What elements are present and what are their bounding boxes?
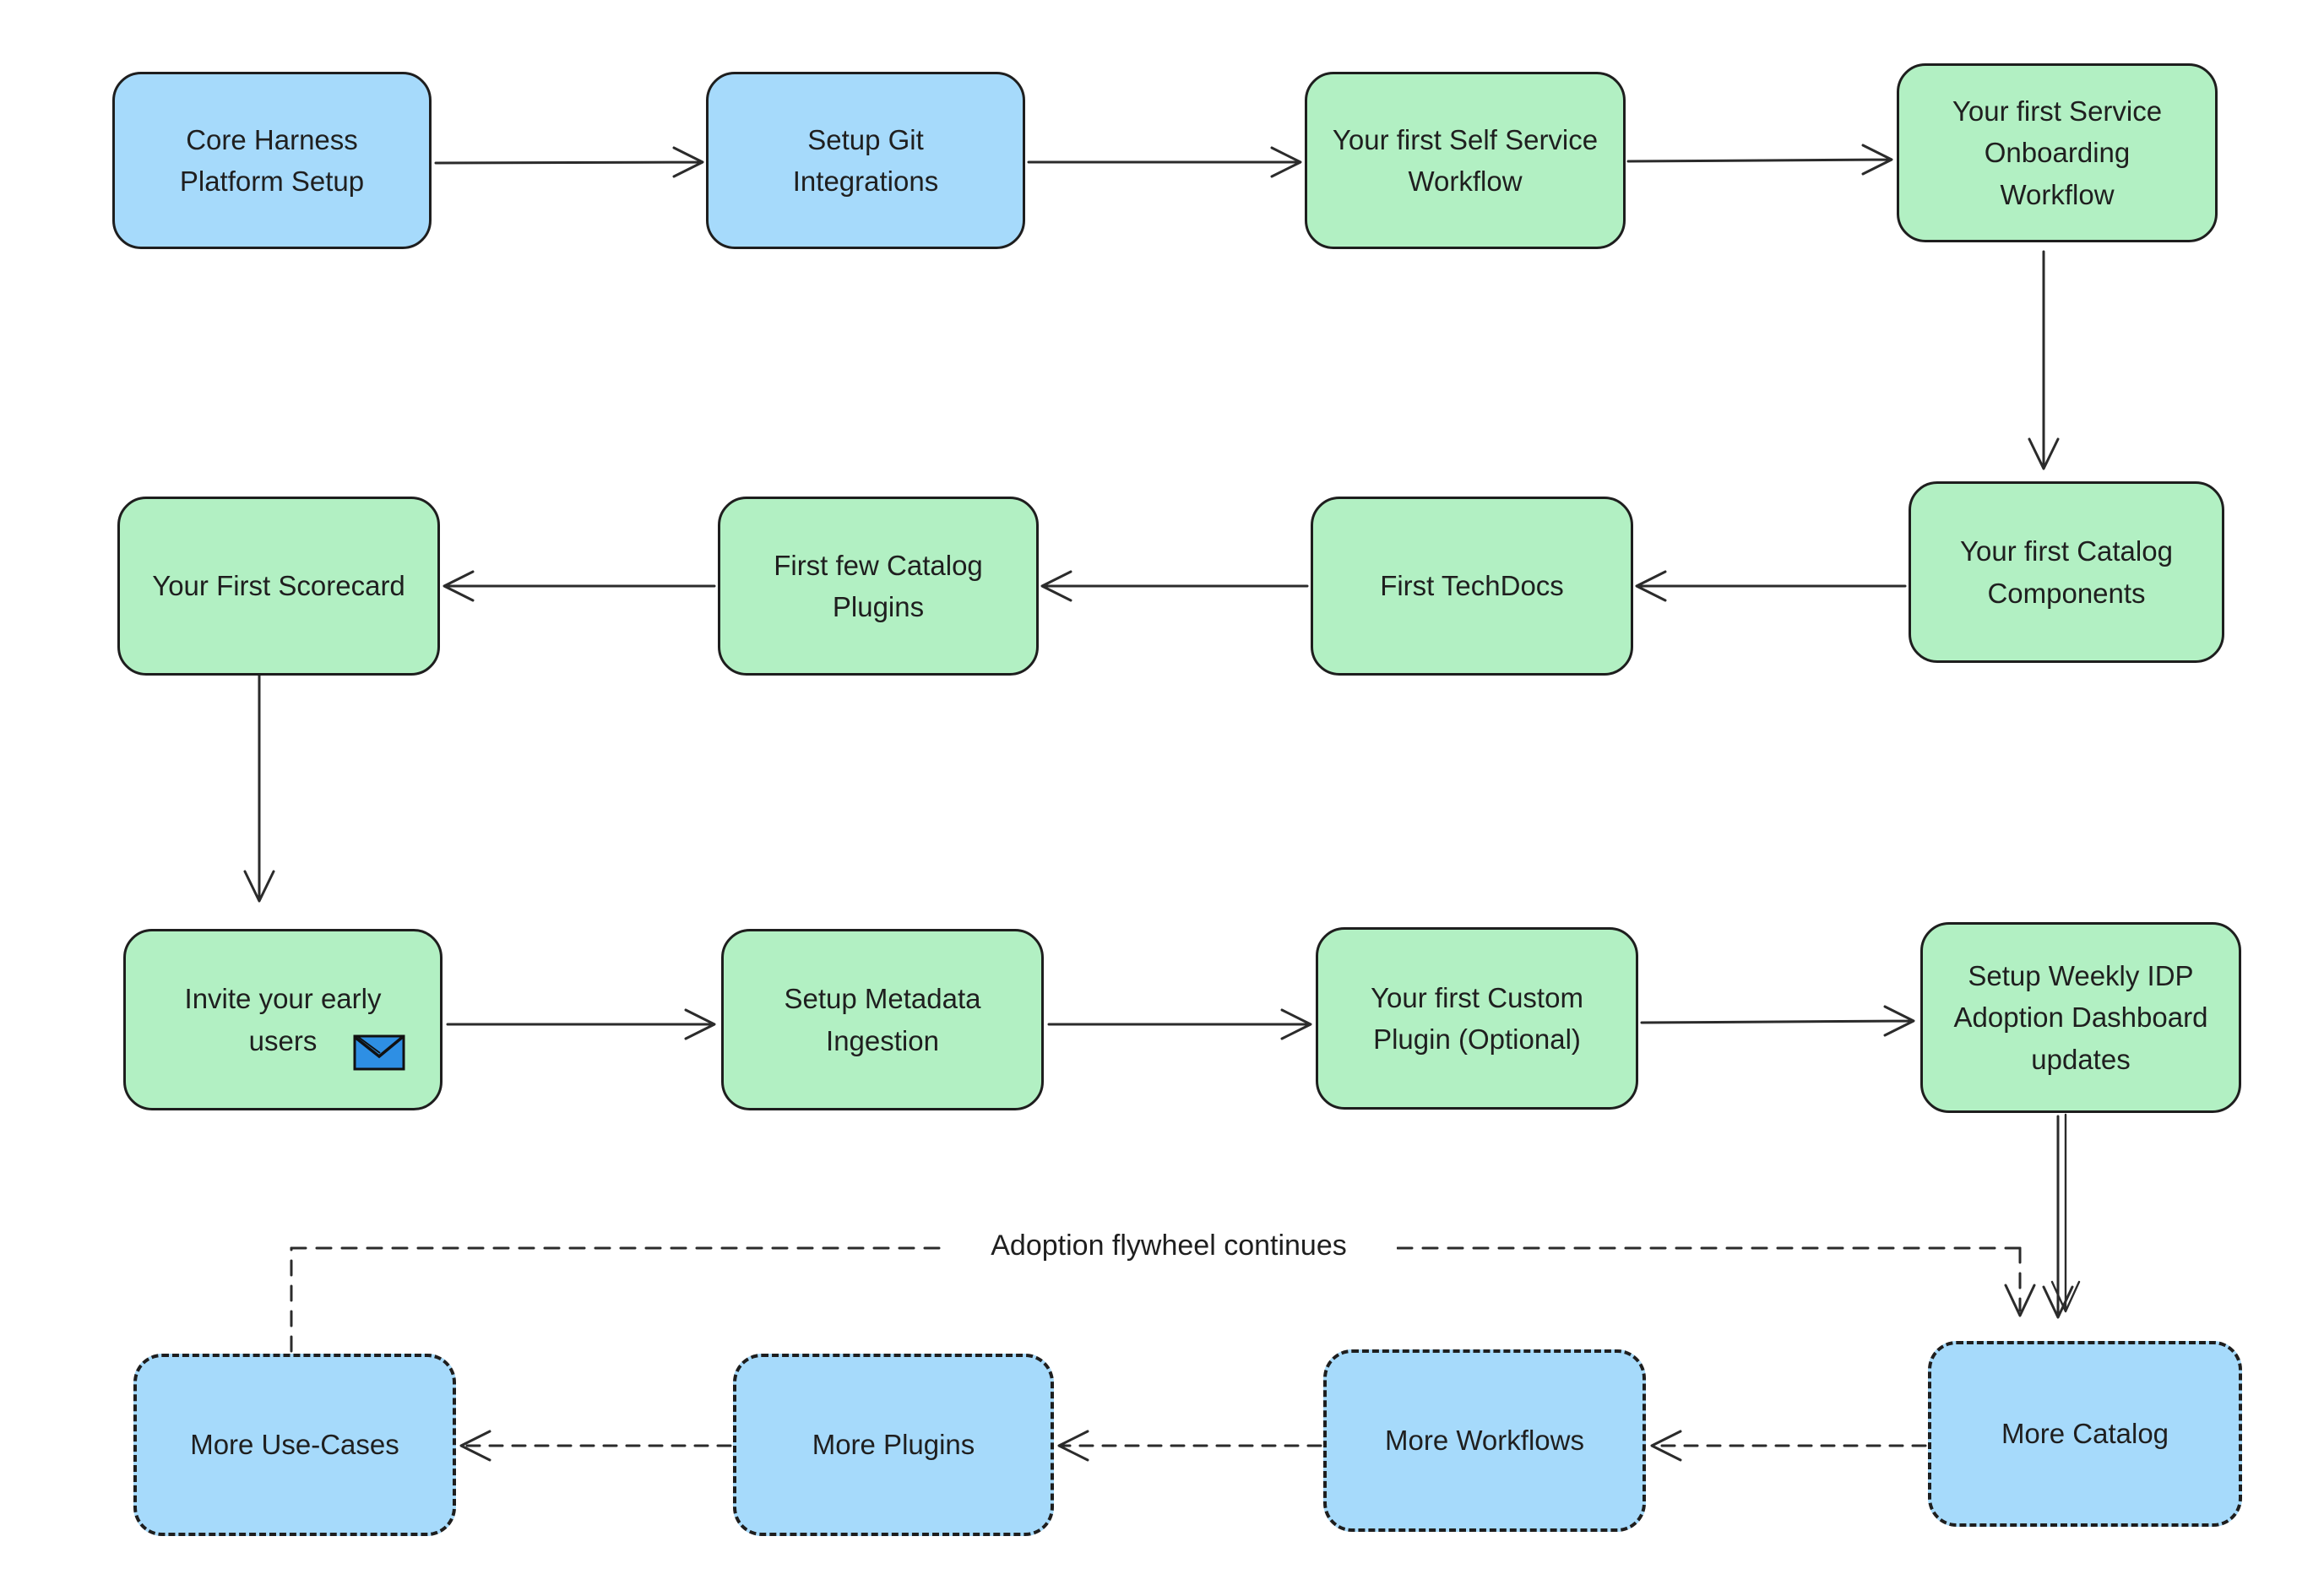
- node-label: More Plugins: [812, 1429, 975, 1461]
- node-label: Your first Catalog Components: [1960, 535, 2173, 609]
- arrow-metadata-to-customplugin: [1047, 1008, 1312, 1040]
- node-label: First few Catalog Plugins: [774, 549, 983, 623]
- node-label: Setup Weekly IDP Adoption Dashboard upda…: [1953, 959, 2208, 1075]
- arrow-scorecard-to-invite: [243, 674, 275, 903]
- node-label: First TechDocs: [1380, 570, 1564, 602]
- node-more-catalog: More Catalog: [1928, 1341, 2242, 1527]
- node-label: Your first Self Service Workflow: [1332, 123, 1599, 198]
- node-more-plugins: More Plugins: [733, 1354, 1054, 1536]
- node-core-harness-platform-setup: Core Harness Platform Setup: [112, 72, 432, 249]
- node-label: Your first Service Onboarding Workflow: [1952, 95, 2163, 210]
- node-setup-metadata-ingestion: Setup Metadata Ingestion: [721, 929, 1044, 1110]
- node-first-few-catalog-plugins: First few Catalog Plugins: [718, 497, 1039, 676]
- node-more-use-cases: More Use-Cases: [133, 1354, 456, 1536]
- arrow-catalogplugins-to-scorecard: [443, 570, 716, 602]
- arrow-platform-to-git: [434, 146, 704, 178]
- node-first-custom-plugin: Your first Custom Plugin (Optional): [1316, 927, 1638, 1110]
- node-first-self-service-workflow: Your first Self Service Workflow: [1305, 72, 1626, 249]
- solid-arrows: [243, 144, 2081, 1319]
- arrow-dashboard-to-morecatalog-doubleline: [2050, 1113, 2081, 1313]
- flywheel-arrowhead: [2004, 1284, 2036, 1317]
- arrow-onboarding-to-catalogcomponents: [2028, 250, 2060, 470]
- arrow-customplugin-to-dashboard: [1640, 1005, 1915, 1037]
- node-label: Your first Custom Plugin (Optional): [1371, 981, 1583, 1056]
- node-label: Setup Metadata Ingestion: [784, 983, 981, 1056]
- arrow-moreworkflows-to-moreplugins-head: [1057, 1430, 1089, 1462]
- arrow-moreplugins-to-moreusecases-head: [459, 1430, 491, 1462]
- arrow-morecatalog-to-moreworkflows-head: [1650, 1430, 1682, 1462]
- arrow-dashboard-to-morecatalog: [2042, 1115, 2074, 1319]
- dashed-arrows: [290, 1246, 2036, 1462]
- node-first-scorecard: Your First Scorecard: [117, 497, 440, 676]
- node-label: Core Harness Platform Setup: [179, 123, 365, 198]
- node-first-techdocs: First TechDocs: [1311, 497, 1633, 676]
- node-label: Invite your early users: [184, 983, 382, 1056]
- node-invite-early-users: Invite your early users: [123, 929, 443, 1110]
- node-more-workflows: More Workflows: [1323, 1349, 1646, 1532]
- arrow-git-to-selfservice: [1027, 146, 1302, 178]
- node-setup-git-integrations: Setup Git Integrations: [706, 72, 1025, 249]
- node-label: Your First Scorecard: [152, 570, 405, 602]
- node-setup-weekly-idp-dashboard: Setup Weekly IDP Adoption Dashboard upda…: [1920, 922, 2241, 1113]
- arrow-techdocs-to-catalogplugins: [1040, 570, 1309, 602]
- arrow-invite-to-metadata: [446, 1008, 716, 1040]
- node-label: More Use-Cases: [190, 1429, 399, 1461]
- arrow-catalogcomponents-to-techdocs: [1635, 570, 1907, 602]
- arrow-selfservice-to-onboarding: [1626, 144, 1893, 176]
- node-label: More Catalog: [2001, 1418, 2169, 1450]
- node-first-catalog-components: Your first Catalog Components: [1909, 481, 2224, 663]
- node-label: Setup Git Integrations: [792, 123, 939, 198]
- node-label: More Workflows: [1385, 1425, 1584, 1457]
- node-first-service-onboarding-workflow: Your first Service Onboarding Workflow: [1897, 63, 2218, 242]
- envelope-icon: [353, 1034, 405, 1071]
- flywheel-label: Adoption flywheel continues: [941, 1226, 1397, 1267]
